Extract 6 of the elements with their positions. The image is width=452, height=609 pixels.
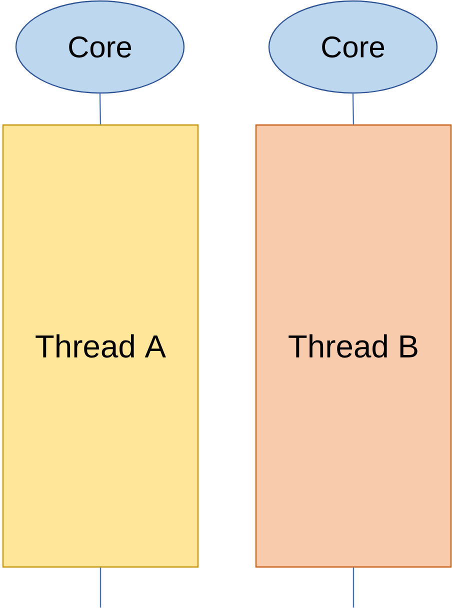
connector-line	[99, 94, 102, 124]
thread-box: Thread B	[255, 124, 452, 568]
connector-line	[352, 94, 354, 124]
thread-box: Thread A	[2, 124, 199, 568]
connector-line	[100, 568, 102, 608]
connector-line	[352, 568, 354, 608]
